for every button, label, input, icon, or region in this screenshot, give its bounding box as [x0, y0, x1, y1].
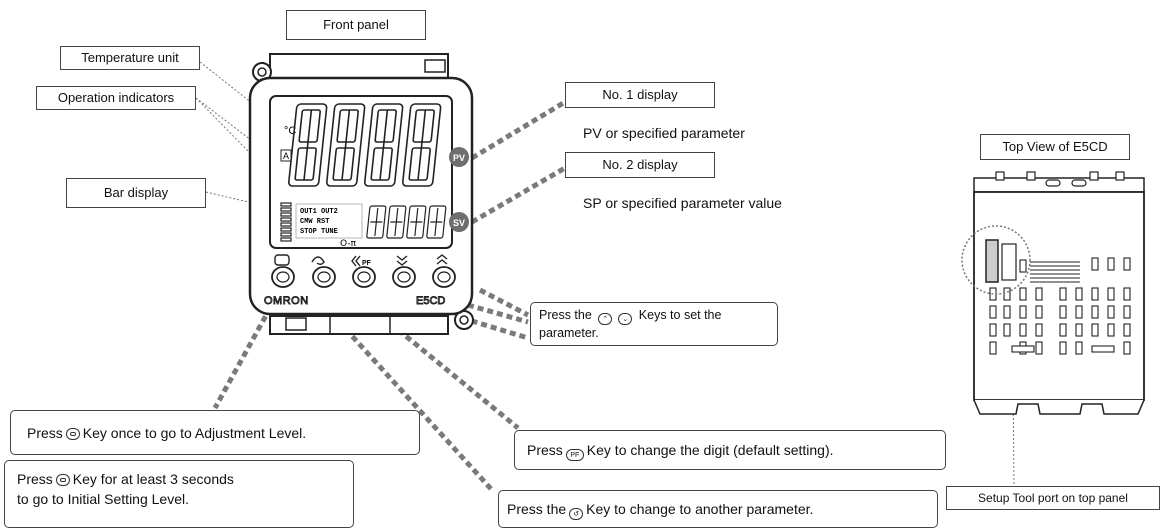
- model-name: E5CD: [416, 295, 445, 307]
- top-view-label: Top View of E5CD: [980, 134, 1130, 160]
- down-key-icon: ⌄: [618, 313, 633, 325]
- no2-display-desc: SP or specified parameter value: [583, 195, 782, 211]
- mode-key-icon: ↺: [569, 508, 584, 520]
- setup-tool-port: [985, 239, 999, 283]
- brand-logo: OMRON: [264, 295, 309, 307]
- level-key-icon: [55, 474, 70, 486]
- operation-indicators-label: Operation indicators: [36, 86, 196, 110]
- leader-pv-to-no1: [470, 99, 567, 161]
- no1-display-desc: PV or specified parameter: [583, 125, 745, 141]
- temp-unit-a: A: [283, 151, 289, 161]
- updown-keys-callout: Press the ⌃⌄ Keys to set the parameter.: [530, 302, 778, 346]
- leader-sv-to-no2: [470, 165, 567, 225]
- top-view-device: [961, 171, 1145, 415]
- svg-text:STOP TUNE: STOP TUNE: [300, 228, 338, 236]
- down-key-symbol: [396, 255, 408, 266]
- level-key-symbol: [274, 254, 290, 266]
- no1-display-label: No. 1 display: [565, 82, 715, 108]
- bar-display-label: Bar display: [66, 178, 206, 208]
- up-key-symbol: [436, 254, 448, 265]
- mode-key-callout: Press the↺Key to change to another param…: [498, 490, 938, 528]
- no1-display-digits: [287, 103, 442, 187]
- svg-text:CMW RST: CMW RST: [300, 218, 329, 226]
- svg-text:SV: SV: [453, 218, 465, 228]
- bar-display: [280, 202, 292, 242]
- port-highlight-circle: [961, 225, 1031, 295]
- operation-indicators: OUT1 OUT2 CMW RST STOP TUNE: [295, 203, 363, 239]
- up-key-icon: ⌃: [598, 313, 613, 325]
- vent-slots: [989, 257, 1131, 355]
- sv-indicator: [449, 212, 469, 232]
- leader-up-key: [478, 287, 530, 318]
- no2-display-label: No. 2 display: [565, 152, 715, 178]
- pf-key-symbol: [351, 255, 361, 267]
- svg-text:OUT1 OUT2: OUT1 OUT2: [300, 208, 338, 216]
- front-panel-label: Front panel: [286, 10, 426, 40]
- mode-key-symbol: [311, 256, 325, 265]
- leader-down-key: [467, 302, 529, 325]
- key-lock-icon: O-π: [340, 239, 357, 249]
- no2-display-digits: [366, 205, 447, 239]
- top-view-body: [973, 191, 1145, 401]
- svg-text:PF: PF: [362, 260, 372, 267]
- leader-op-ind-1: [195, 97, 293, 197]
- controller-device: °C A OUT1 OUT2 CMW RST STOP TUN: [248, 53, 474, 335]
- pf-key-icon: PF: [565, 449, 584, 461]
- key-symbols: [274, 254, 448, 267]
- svg-text:PV: PV: [453, 153, 465, 163]
- level-key-icon: [65, 428, 80, 440]
- setup-tool-port-label: Setup Tool port on top panel: [946, 486, 1160, 510]
- pv-indicator: [449, 147, 469, 167]
- temperature-unit-label: Temperature unit: [60, 46, 200, 70]
